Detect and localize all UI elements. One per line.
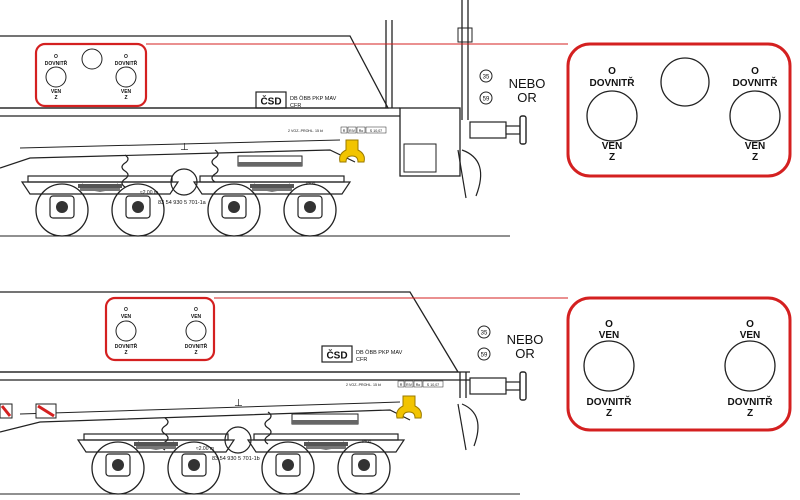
circle-mark-1: 35: [483, 75, 490, 81]
wagon-number: 83 54 930 5 701-1a: [158, 200, 207, 206]
large-label: Z: [609, 152, 615, 163]
small-label: Z: [54, 95, 57, 101]
small-tag: (RIV): [306, 180, 316, 185]
rail-code-csd: ČSD: [326, 349, 347, 362]
small-callout-box: [104, 296, 216, 362]
small-label: VEN: [121, 89, 132, 95]
fine-print: 2 VOZ.-PROHL. 15 kt: [346, 383, 381, 387]
svg-text:⊥: ⊥: [180, 142, 189, 153]
rail-codes-row-1: DB ÖBB PKP MAV: [356, 349, 403, 356]
wheelbase-label: ≈2.00 m: [196, 446, 214, 452]
circle-mark-1: 35: [481, 331, 488, 337]
rail-code-csd: ČSD: [260, 95, 281, 108]
large-label: Z: [747, 408, 753, 419]
large-label: Z: [606, 408, 612, 419]
nebo-label: NEBO: [509, 76, 546, 91]
large-label: Z: [752, 152, 758, 163]
rail-codes-row-2: CFR: [290, 103, 301, 109]
large-label: O: [751, 66, 759, 77]
svg-text:⊥: ⊥: [234, 398, 243, 409]
large-label: VEN: [740, 330, 761, 341]
marking-box-1: R: [400, 383, 403, 387]
wagon-number: 83 54 930 5 701-1b: [212, 456, 260, 462]
marking-boxes: R RIV Ro S 10,07: [397, 380, 444, 388]
small-label: DOVNITŘ: [185, 342, 208, 350]
marking-box-4: S 10,07: [427, 383, 439, 387]
small-label: DOVNITŘ: [45, 59, 68, 67]
rail-codes-row-2: CFR: [356, 357, 367, 363]
small-label: O: [124, 54, 128, 60]
or-label: OR: [515, 346, 535, 361]
small-label: VEN: [51, 89, 62, 95]
large-callout-box: [566, 296, 792, 432]
wheelbase-label: ≈2.00 m: [140, 190, 158, 196]
small-label: DOVNITŘ: [115, 59, 138, 67]
small-label: VEN: [121, 314, 132, 320]
marking-box-4: S 10,07: [370, 129, 382, 133]
or-label: OR: [517, 90, 537, 105]
large-label: VEN: [599, 330, 620, 341]
large-label: DOVNITŘ: [590, 76, 636, 89]
marking-box-3: Ro: [359, 129, 364, 133]
marking-box-1: R: [343, 129, 346, 133]
marking-boxes: R RIV Ro S 10,07: [340, 126, 387, 134]
small-label: O: [54, 54, 58, 60]
large-label: DOVNITŘ: [587, 395, 633, 408]
bottom-panel: ⊥ ČSD DB ÖBB PKP MAV CFR 2 VOZ.-PROHL. 1…: [0, 291, 792, 495]
large-label: O: [605, 319, 613, 330]
small-label: O: [194, 307, 198, 313]
small-label: VEN: [191, 314, 202, 320]
large-label: O: [746, 319, 754, 330]
large-label: DOVNITŘ: [728, 395, 774, 408]
small-label: DOVNITŘ: [115, 342, 138, 350]
small-label: Z: [194, 350, 197, 356]
small-callout-box: [34, 42, 148, 108]
small-label: O: [124, 307, 128, 313]
large-label: VEN: [602, 141, 623, 152]
large-label: O: [608, 66, 616, 77]
large-label: VEN: [745, 141, 766, 152]
large-label: DOVNITŘ: [733, 76, 779, 89]
fine-print: 2 VOZ.-PROHL. 15 kt: [288, 129, 323, 133]
marking-box-2: RIV: [406, 383, 413, 387]
rail-codes-row-1: DB ÖBB PKP MAV: [290, 95, 337, 102]
small-tag: (RIV): [362, 438, 372, 443]
small-label: Z: [124, 95, 127, 101]
nebo-label: NEBO: [507, 332, 544, 347]
marking-box-2: RIV: [349, 129, 356, 133]
marking-box-3: Ro: [416, 383, 421, 387]
circle-mark-2: 59: [481, 353, 488, 359]
top-panel: ⊥ ČSD DB ÖBB PKP MAV CFR 2 VOZ.-PROHL. 1…: [0, 0, 792, 237]
large-callout-box: [566, 42, 792, 178]
circle-mark-2: 59: [483, 97, 490, 103]
small-label: Z: [124, 350, 127, 356]
